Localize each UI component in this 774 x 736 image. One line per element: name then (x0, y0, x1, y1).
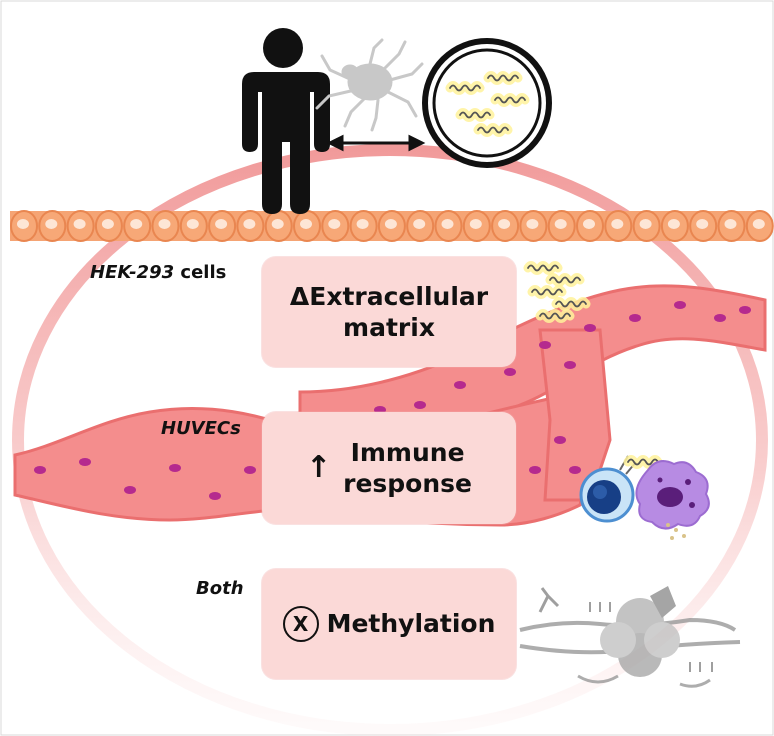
epithelial-cell (717, 210, 746, 242)
vessel-nucleus (714, 314, 726, 322)
human-icon (242, 28, 330, 214)
vessel-nucleus (414, 401, 426, 409)
epithelial-cell (293, 210, 321, 242)
nucleosome-icon (519, 586, 741, 688)
epithelial-cell (377, 210, 406, 242)
vessel-nucleus (454, 381, 466, 389)
methylation-box: X Methylation (262, 569, 516, 679)
epithelial-cell (462, 210, 491, 242)
vessel-nucleus (169, 464, 181, 472)
vessel-nucleus (564, 361, 576, 369)
vessel-nucleus (209, 492, 221, 500)
tick-icon (315, 38, 424, 132)
epithelial-cell (576, 210, 604, 242)
epithelial-cell (434, 210, 463, 242)
epithelial-cell (689, 210, 718, 242)
epithelial-cell (547, 210, 576, 242)
immune-line1: Immune (350, 437, 465, 467)
epithelial-cell (38, 210, 67, 242)
vessel-nucleus (739, 306, 751, 314)
vessel-nucleus (539, 341, 551, 349)
vessel-nucleus (244, 466, 256, 474)
both-label: Both (196, 578, 244, 599)
ecm-line1: ΔExtracellular (289, 281, 489, 311)
epithelial-cell (151, 210, 180, 242)
epithelial-cell (208, 210, 237, 242)
vessel-nucleus (504, 368, 516, 376)
epithelial-cell (406, 210, 435, 242)
epithelial-cell (660, 210, 689, 242)
vessel-nucleus (79, 458, 91, 466)
huvec-label: HUVECs (161, 418, 241, 439)
hek-label: HEK-293 cells (90, 262, 226, 283)
vessel-nucleus (674, 301, 686, 309)
vessel-nucleus (529, 466, 541, 474)
epithelial-cell (604, 210, 633, 242)
epithelial-cell (632, 210, 661, 242)
hek-suffix: cells (174, 262, 227, 283)
body-ring (12, 144, 768, 736)
epithelial-cell (491, 210, 520, 242)
epithelial-cell (10, 210, 38, 242)
vessel-nuclei (34, 301, 751, 504)
epithelial-cell (179, 210, 208, 242)
bacteria-circle-icon (422, 38, 552, 168)
methylation-text: Methylation (326, 609, 496, 639)
epithelial-cells (10, 210, 774, 242)
ecm-box: ΔExtracellular matrix (262, 257, 516, 367)
epithelial-cell (519, 210, 548, 242)
spirochete-cluster (528, 266, 586, 319)
immune-line2: response (343, 469, 472, 498)
epithelial-cell (745, 210, 774, 242)
epithelial-cell (349, 210, 378, 242)
epithelial-cell (94, 210, 123, 242)
change-symbol: X (282, 606, 319, 642)
epithelial-cell (321, 210, 350, 242)
macrophage-icon (635, 460, 710, 540)
immune-box: ↑ Immune response (262, 412, 516, 524)
epithelial-cell (236, 210, 265, 242)
vessel-nucleus (554, 436, 566, 444)
vessel-nucleus (569, 466, 581, 474)
vessel-nucleus (124, 486, 136, 494)
both-name: Both (196, 578, 244, 599)
vessel-nucleus (629, 314, 641, 322)
vessel-nucleus (584, 324, 596, 332)
hek-name: HEK-293 (90, 262, 175, 283)
up-arrow-icon: ↑ (305, 450, 332, 486)
huvec-name: HUVECs (161, 418, 241, 439)
epithelial-cell (264, 210, 293, 242)
ecm-line2: matrix (343, 313, 435, 342)
double-arrow-icon (326, 134, 426, 152)
lymphocyte-icon (579, 456, 658, 523)
epithelial-cell (123, 210, 152, 242)
epithelial-cell (66, 210, 95, 242)
vessel-nucleus (34, 466, 46, 474)
